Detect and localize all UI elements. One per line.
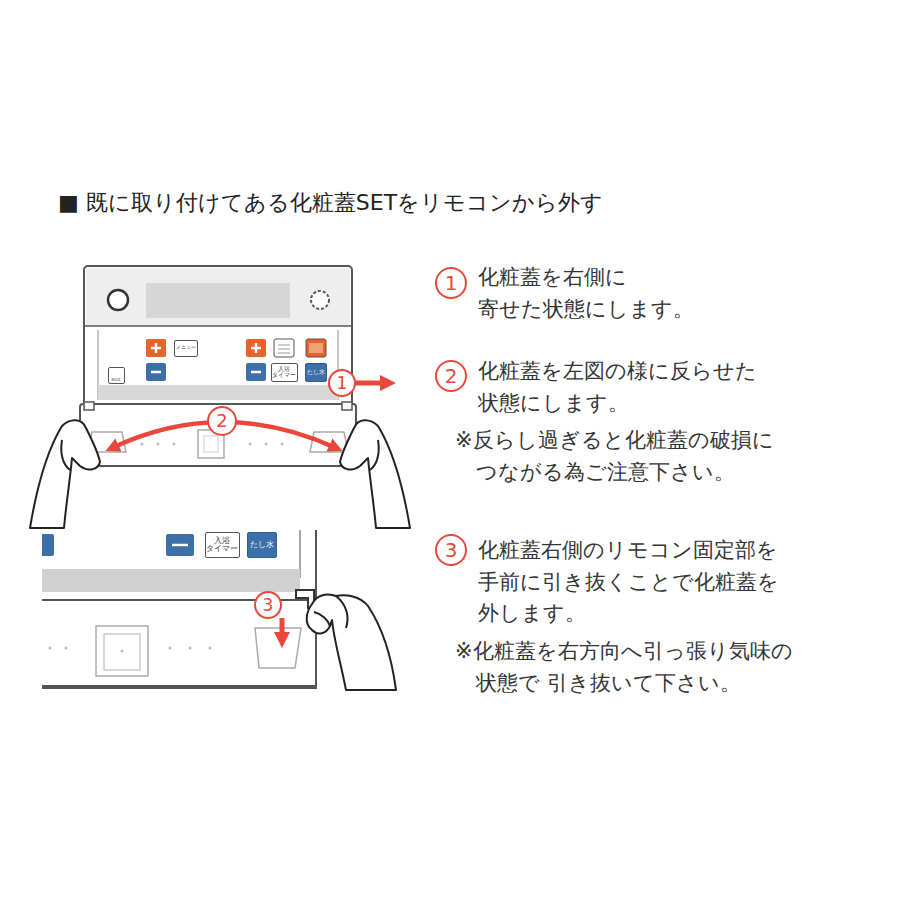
timer-button: 入浴 タイマー <box>271 363 298 382</box>
title: ■ 既に取り付けてある化粧蓋SETをリモコンから外す <box>58 188 603 219</box>
node-text: メニュー <box>176 345 196 351</box>
callout-number: 3 <box>254 591 282 619</box>
step-number: 2 <box>435 360 467 392</box>
hand-right <box>340 420 410 528</box>
node-text: 1 <box>337 375 348 392</box>
pull-arrow <box>280 618 285 640</box>
step-number: 1 <box>435 267 467 299</box>
remote-zoom <box>42 530 318 690</box>
step-number: 3 <box>435 534 467 566</box>
hand-left <box>30 420 100 528</box>
note-text: ※反らし過ぎると化粧蓋の破損に つながる為ご注意下さい。 <box>455 425 802 488</box>
node-text: 2 <box>216 412 227 430</box>
step-text: 化粧蓋を左図の様に反らせた 状態にします。 <box>478 356 772 419</box>
callout-number: 1 <box>328 369 356 397</box>
arrow-right <box>352 381 388 386</box>
node-text: 2 <box>445 366 458 386</box>
node-text: 入浴 タイマー <box>206 537 239 554</box>
note-text: ※化粧蓋を右方向へ引っ張り気味の 状態で 引き抜いて下さい。 <box>455 636 823 699</box>
step-text: 化粧蓋を右側に 寄せた状態にします。 <box>478 262 709 325</box>
hand-zoom <box>307 594 396 690</box>
remote-top <box>84 266 352 412</box>
eco-button: eco <box>108 367 125 384</box>
node-text: eco <box>112 377 121 382</box>
menu-button: メニュー <box>174 340 198 357</box>
cover-top <box>80 402 356 466</box>
node-text: 3 <box>445 540 458 560</box>
step-text: 化粧蓋右側のリモコン固定部を 手前に引き抜くことで化粧蓋を 外します。 <box>478 535 793 630</box>
node-text: 3 <box>263 597 274 614</box>
node-text: 入浴 タイマー <box>272 366 297 378</box>
node-text: 1 <box>445 273 458 293</box>
water-button: たし水 <box>247 532 277 558</box>
timer-button: 入浴 タイマー <box>205 532 240 558</box>
water-button: たし水 <box>305 363 327 382</box>
callout-number: 2 <box>207 406 237 436</box>
node-text: たし水 <box>307 369 325 375</box>
node-text: たし水 <box>250 541 274 550</box>
